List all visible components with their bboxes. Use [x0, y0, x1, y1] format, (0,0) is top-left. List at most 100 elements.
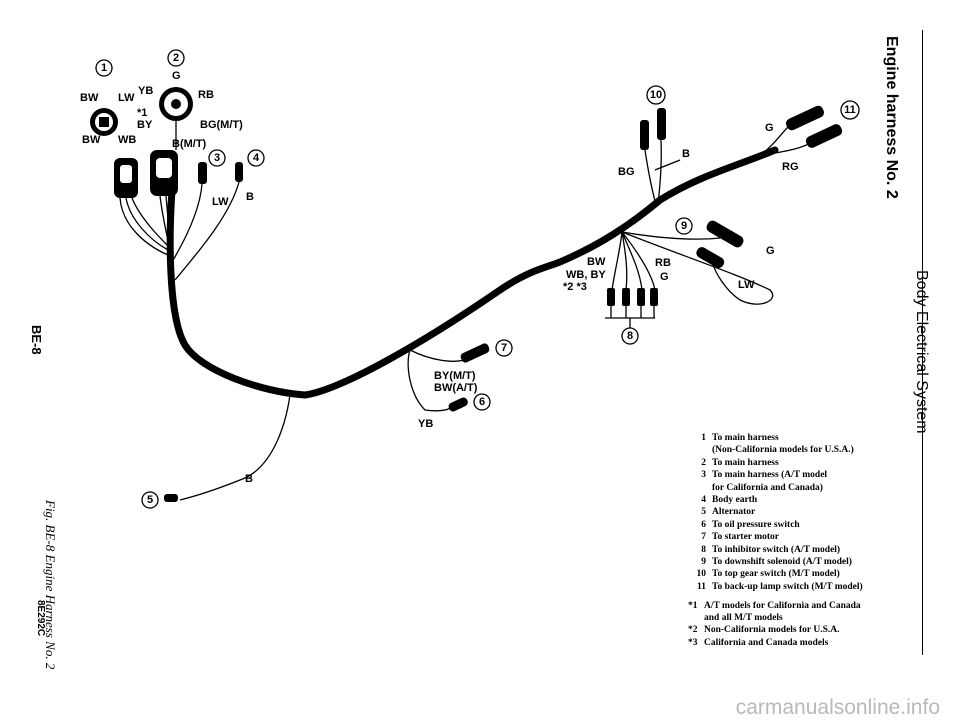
wire-label-g-top: G	[172, 70, 181, 82]
main-harness-trunk	[166, 146, 779, 399]
callout-3: 3	[208, 149, 226, 167]
svg-text:5: 5	[147, 494, 153, 506]
connector-1	[90, 108, 118, 136]
callout-11: 11	[840, 100, 860, 120]
legend-item: 9 To downshift solenoid (A/T model)	[686, 556, 863, 568]
footnote-mark: *3	[688, 637, 698, 648]
svg-text:2: 2	[173, 52, 179, 64]
legend-item: 11 To back-up lamp switch (M/T model)	[686, 581, 863, 593]
legend-item-text: To main harness (Non-California models f…	[712, 433, 854, 456]
wire-label-bw-bot: BW	[82, 134, 101, 146]
legend-item-number: 8	[701, 544, 706, 555]
legend-item-number: 1	[701, 433, 706, 443]
legend-item-number: 3	[701, 470, 706, 481]
page-number: BE-8	[29, 325, 44, 355]
wire-label-yb-6: YB	[418, 418, 433, 430]
connector-6-plug	[448, 397, 468, 412]
wire-label-b-mid: B	[246, 191, 254, 203]
legend-item-number: 6	[701, 519, 706, 530]
footnotes: *1 A/T models for California and Canada a…	[688, 600, 861, 649]
connector-10-plug	[640, 120, 649, 150]
footnote-mark: *1	[688, 601, 698, 611]
connector-8-plugs	[607, 288, 615, 306]
wire-label-g-9: G	[766, 245, 775, 257]
legend-item-text: To downshift solenoid (A/T model)	[712, 557, 852, 568]
connector-4-plug	[235, 162, 243, 182]
wire-label-g-11: G	[765, 122, 774, 134]
svg-text:1: 1	[101, 62, 107, 74]
wire-label-b-mt: B(M/T)	[172, 138, 207, 150]
callout-2: 2	[167, 49, 185, 67]
wire-label-bw-top: BW	[80, 92, 99, 104]
callout-5: 5	[141, 491, 159, 509]
legend-item-number: 7	[701, 532, 706, 543]
legend-item: 4 Body earth	[686, 494, 863, 506]
svg-text:9: 9	[681, 220, 687, 232]
wire-label-wb: WB	[118, 134, 136, 146]
legend-item-number: 5	[701, 507, 706, 518]
wire-label-bg-right: BG	[618, 166, 635, 178]
wire-label-stars-23: *2 *3	[563, 281, 587, 293]
wire-label-lw-mid: LW	[212, 196, 229, 208]
legend-item-text: To top gear switch (M/T model)	[712, 569, 840, 580]
legend-item-number: 11	[697, 581, 706, 592]
connector-2	[159, 87, 193, 121]
watermark: carmanualsonline.info	[735, 696, 940, 719]
footnote-item: *3 California and Canada models	[688, 637, 861, 649]
callout-9: 9	[675, 217, 693, 235]
wire-label-star1: *1	[137, 107, 147, 119]
wire-label-b-right: B	[682, 148, 690, 160]
legend-item-number: 4	[701, 495, 706, 506]
footnote-text: A/T models for California and Canada and…	[704, 601, 861, 624]
legend-item-text: To inhibitor switch (A/T model)	[712, 544, 841, 555]
wire-label-rb-top: RB	[198, 89, 214, 101]
legend-item: 8 To inhibitor switch (A/T model)	[686, 544, 863, 556]
wire-label-lw-9: LW	[738, 279, 755, 291]
connector-11-plug	[785, 105, 825, 131]
wire-label-g-8: G	[660, 271, 669, 283]
legend-item: 7 To starter motor	[686, 531, 863, 543]
connector-9-plug	[706, 220, 744, 248]
legend-item-number: 10	[696, 569, 707, 580]
wire-label-bw-8: BW	[587, 256, 606, 268]
right-margin-rule	[922, 30, 923, 655]
wire-label-yb: YB	[138, 85, 153, 97]
footnote-item: *1 A/T models for California and Canada a…	[688, 600, 861, 624]
wire-label-bg-mt: BG(M/T)	[200, 119, 243, 131]
legend-item-text: Body earth	[712, 495, 758, 506]
page-header-title: Engine harness No. 2	[883, 36, 900, 199]
footnote-mark: *2	[688, 625, 698, 636]
footnote-item: *2 Non-California models for U.S.A.	[688, 624, 861, 636]
callout-7: 7	[495, 339, 513, 357]
svg-text:6: 6	[479, 396, 485, 408]
legend-item-text: To back-up lamp switch (M/T model)	[712, 581, 863, 592]
svg-text:7: 7	[501, 342, 507, 354]
connector-7-plug	[460, 343, 490, 363]
callout-1: 1	[95, 59, 113, 77]
wire-label-b-5: B	[245, 473, 253, 485]
footnote-text: Non-California models for U.S.A.	[704, 625, 840, 636]
legend-item-number: 9	[701, 557, 706, 568]
figure-code: 8E292C	[35, 600, 46, 637]
wire-label-by-mt: BY(M/T)	[434, 370, 476, 382]
wire-label-rb-8: RB	[655, 257, 671, 269]
legend-item-text: Alternator	[712, 507, 756, 518]
wire-label-wb-by: WB, BY	[566, 269, 606, 281]
figure-caption: Fig. BE-8 Engine Harness No. 2	[43, 500, 58, 670]
connector-3-plug	[198, 162, 207, 184]
footnote-text: California and Canada models	[704, 637, 829, 648]
svg-text:3: 3	[214, 152, 220, 164]
svg-text:10: 10	[650, 89, 662, 101]
callout-4: 4	[247, 149, 265, 167]
legend-item-text: To main harness	[712, 457, 779, 468]
wire-label-rg: RG	[782, 161, 799, 173]
legend-item-text: To starter motor	[712, 532, 780, 543]
legend: 1 To main harness (Non-California models …	[686, 432, 863, 593]
wire-label-lw-top: LW	[118, 92, 135, 104]
legend-item: 1 To main harness (Non-California models …	[686, 432, 863, 457]
page-header-section: Body Electrical System	[913, 270, 930, 434]
